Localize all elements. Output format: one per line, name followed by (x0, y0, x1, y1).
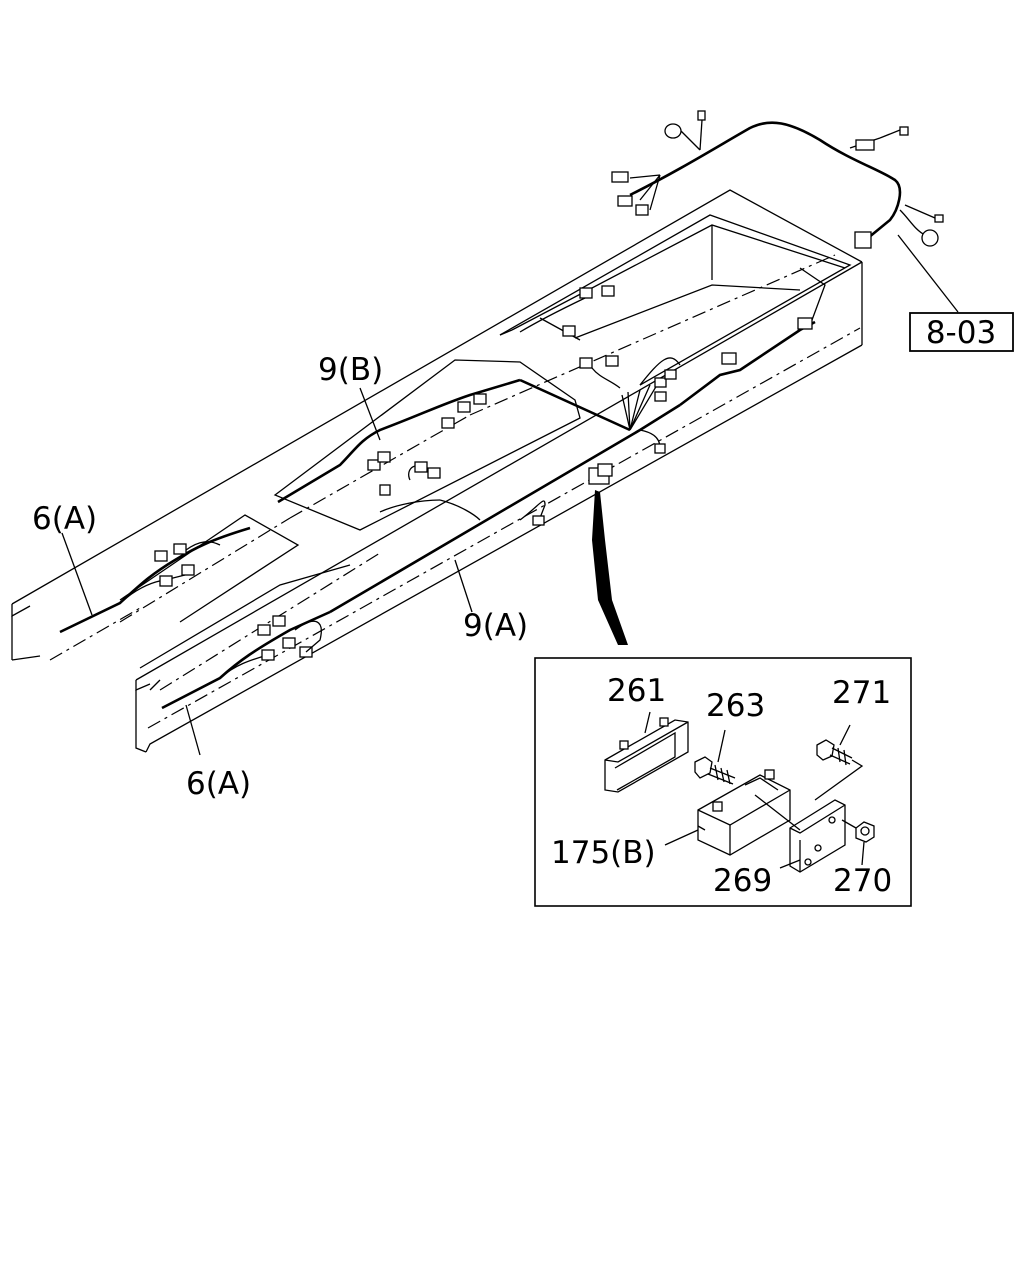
ref-8-03-box (909, 312, 1014, 352)
harness-9a (329, 403, 681, 614)
harness-9b (277, 378, 521, 521)
label-175b: 175(B) (551, 835, 656, 871)
part-263-bolt (694, 729, 736, 785)
harness-8-03 (611, 110, 944, 249)
part-261-cover (604, 711, 689, 793)
label-261: 261 (607, 673, 666, 709)
label-270: 270 (833, 863, 892, 899)
ref-8-03-label: 8-03 (926, 315, 996, 351)
label-6a-top: 6(A) (32, 501, 97, 537)
callout-arrow (592, 490, 628, 645)
part-175b-switch (664, 769, 791, 856)
label-6a-bottom: 6(A) (186, 766, 251, 802)
frame-rail-assembly (11, 189, 863, 753)
label-269: 269 (713, 863, 772, 899)
harness-6a-top (59, 526, 251, 634)
harness-6a-bottom (161, 610, 331, 710)
part-270-nut (841, 819, 875, 866)
part-271-bolt (814, 724, 864, 801)
detail-inset (534, 657, 912, 907)
leader-lines (61, 234, 959, 756)
rear-harness-bundle (519, 267, 826, 432)
label-263: 263 (706, 688, 765, 724)
part-269-bracket (754, 794, 846, 873)
label-9b: 9(B) (318, 352, 383, 388)
label-9a: 9(A) (463, 608, 528, 644)
label-271: 271 (832, 675, 891, 711)
